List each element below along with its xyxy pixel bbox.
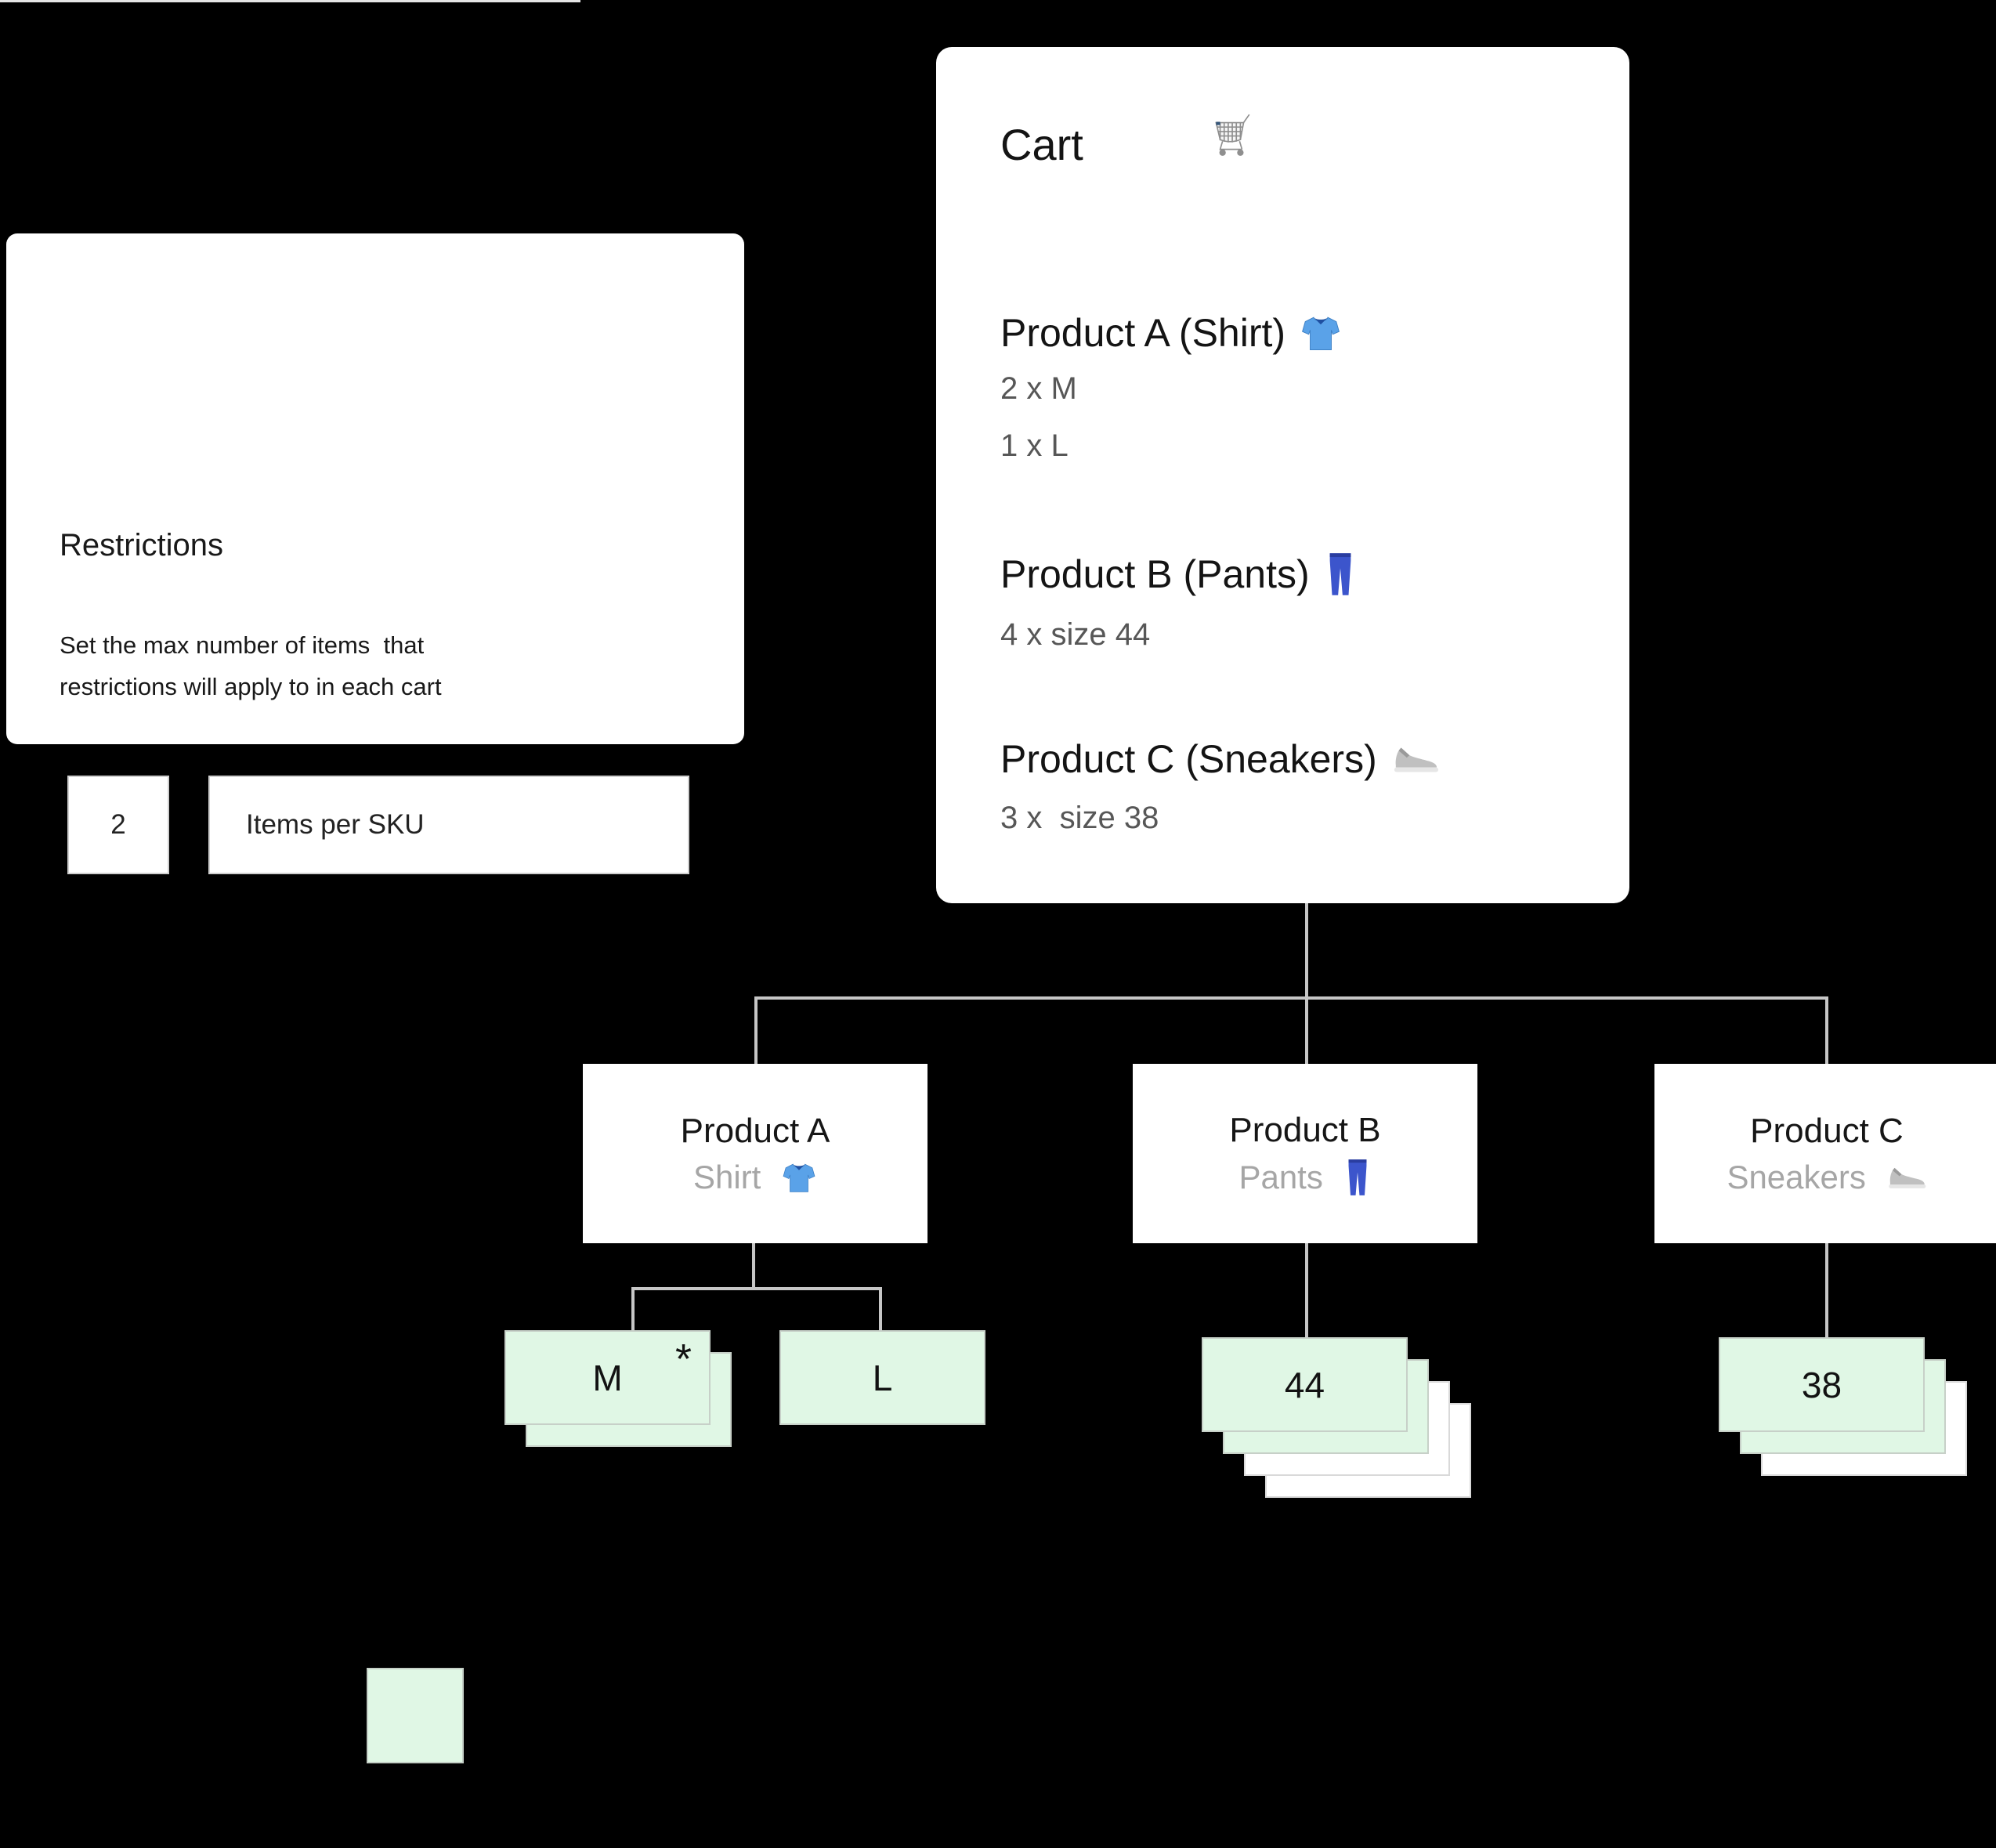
restrictions-card: Restrictions Set the max number of items…	[6, 233, 744, 874]
node-product-c: Product C Sneakers	[1654, 1064, 1996, 1243]
sku-card-l-label: L	[872, 1357, 893, 1398]
connector-stub-product-c	[1825, 996, 1828, 1064]
sku-card-44-label: 44	[1284, 1364, 1325, 1405]
restrictions-description-line2: restrictions will apply to in each cart	[60, 673, 442, 700]
cart-item-product-b: Product B (Pants)	[1000, 552, 1357, 597]
sku-card-44: 44	[1202, 1337, 1408, 1432]
sku-card-m-label: M	[592, 1357, 623, 1398]
sku-card-m: M *	[504, 1330, 711, 1425]
connector-stub-size-m	[631, 1287, 635, 1332]
sku-card-38-label: 38	[1801, 1364, 1842, 1405]
pants-icon	[1343, 1158, 1372, 1197]
sku-card-38: 38	[1719, 1337, 1925, 1432]
max-items-input[interactable]: 2	[67, 776, 169, 874]
cart-item-product-b-name: Product B (Pants)	[1000, 552, 1310, 596]
restrictions-description-line1: Set the max number of items that	[60, 631, 425, 659]
shirt-icon	[781, 1159, 817, 1195]
node-product-c-title: Product C	[1750, 1111, 1904, 1150]
cart-panel	[936, 47, 1629, 903]
connector-a-horizontal	[631, 1287, 882, 1290]
node-product-c-subtitle: Sneakers	[1727, 1159, 1926, 1196]
node-product-a-title: Product A	[680, 1111, 830, 1150]
cart-item-quantity: 2 x M	[1000, 371, 1077, 406]
cart-divider	[0, 0, 580, 2]
shopping-cart-icon	[1206, 110, 1255, 158]
node-product-b-subtitle: Pants	[1238, 1158, 1371, 1197]
cart-item-product-a-name: Product A (Shirt)	[1000, 311, 1286, 355]
sku-card-l: L	[779, 1330, 985, 1425]
sneaker-icon	[1886, 1163, 1927, 1192]
connector-main-horizontal	[754, 996, 1828, 1000]
cart-title: Cart	[1000, 120, 1083, 169]
cart-item-quantity: 3 x size 38	[1000, 801, 1159, 835]
asterisk-marker: *	[674, 1336, 692, 1383]
node-product-a: Product A Shirt	[583, 1064, 927, 1243]
connector-below-product-b	[1305, 1243, 1308, 1339]
connector-below-product-c	[1825, 1243, 1828, 1337]
shirt-icon	[1300, 312, 1342, 354]
connector-cart-trunk	[1305, 903, 1308, 996]
connector-stub-product-a	[754, 996, 758, 1064]
node-product-b-title: Product B	[1229, 1110, 1381, 1149]
connector-stub-size-l	[879, 1287, 882, 1332]
connector-below-product-a	[752, 1243, 755, 1289]
max-items-unit-field[interactable]: Items per SKU	[208, 776, 689, 874]
pants-icon	[1324, 552, 1357, 597]
cart-item-product-c-name: Product C (Sneakers)	[1000, 737, 1377, 781]
cart-item-quantity: 4 x size 44	[1000, 617, 1151, 652]
legend-green-swatch	[367, 1668, 464, 1763]
cart-item-product-a: Product A (Shirt)	[1000, 310, 1342, 356]
cart-item-product-c: Product C (Sneakers)	[1000, 736, 1440, 782]
sneaker-icon	[1391, 742, 1440, 776]
node-product-b: Product B Pants	[1133, 1064, 1477, 1243]
cart-item-quantity: 1 x L	[1000, 429, 1069, 463]
connector-stub-product-b	[1305, 996, 1308, 1064]
node-product-a-subtitle: Shirt	[693, 1159, 817, 1196]
restrictions-title: Restrictions	[60, 528, 223, 562]
